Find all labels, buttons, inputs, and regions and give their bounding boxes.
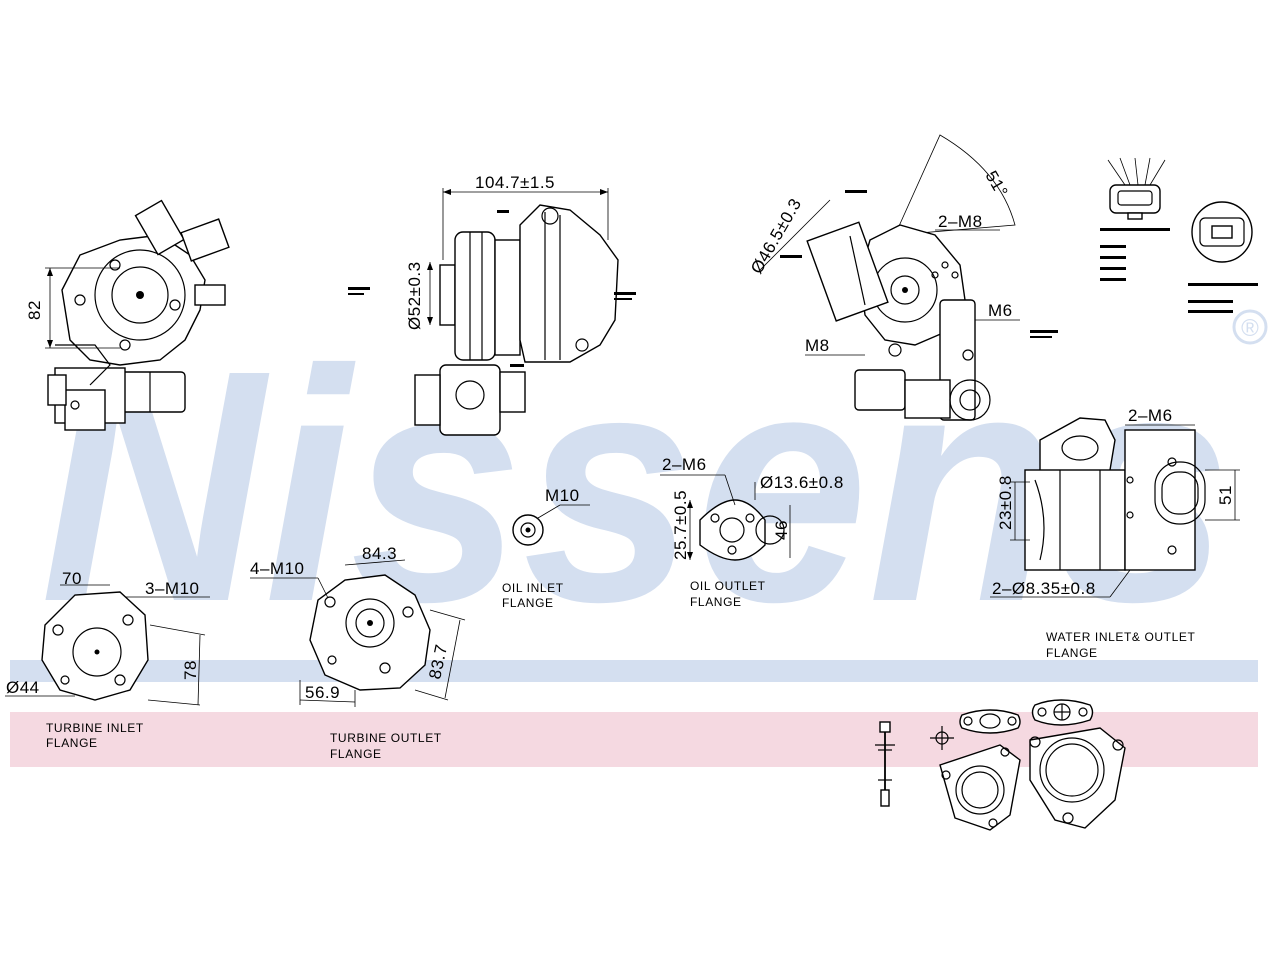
dim-23: 23±0.8	[996, 475, 1015, 530]
turbine-inlet-flange: 70 3–M10 78 Ø44 TURBINE INLET FLANGE	[5, 569, 210, 750]
dim-51: 51	[1216, 485, 1235, 505]
water-flange-view: 2–M6 23±0.8 51 2–Ø8.35±0.8 WATER INLET& …	[990, 406, 1240, 660]
turbo-side-view: 104.7±1.5 Ø52±0.3	[348, 173, 636, 436]
caption-water-1: WATER INLET& OUTLET	[1046, 630, 1195, 644]
dim-dia-8-35: 2–Ø8.35±0.8	[992, 579, 1096, 598]
connector-pinout-1	[1100, 157, 1170, 281]
dim-m6: M6	[988, 301, 1013, 320]
dim-51-deg: 51°	[982, 168, 1012, 201]
registered-mark: ®	[1232, 309, 1268, 345]
caption-oil-outlet-2: FLANGE	[690, 595, 742, 609]
turbo-front-view: 82	[25, 199, 230, 431]
oil-outlet-flange: 2–M6 Ø13.6±0.8 25.7±0.5 46 OIL OUTLET FL…	[660, 455, 844, 609]
dim-46: 46	[772, 520, 791, 540]
caption-turbine-outlet-1: TURBINE OUTLET	[330, 731, 442, 745]
dim-78: 78	[181, 660, 200, 680]
caption-turbine-inlet-2: FLANGE	[46, 736, 98, 750]
dim-70: 70	[62, 569, 82, 588]
dim-dia-13-6: Ø13.6±0.8	[760, 473, 844, 492]
dim-m8: M8	[805, 336, 830, 355]
caption-turbine-outlet-2: FLANGE	[330, 747, 382, 761]
dim-m10-oil: M10	[545, 486, 580, 505]
dim-3-m10: 3–M10	[145, 579, 199, 598]
dim-dia-52: Ø52±0.3	[405, 261, 424, 330]
dim-25-7: 25.7±0.5	[671, 490, 690, 560]
dim-dia-44: Ø44	[6, 678, 40, 697]
dim-2-m6-oil: 2–M6	[662, 455, 707, 474]
caption-turbine-inlet-1: TURBINE INLET	[46, 721, 144, 735]
oil-inlet-flange: M10 OIL INLET FLANGE	[502, 486, 590, 610]
connector-pinout-2	[1188, 201, 1258, 313]
dim-56-9: 56.9	[305, 683, 340, 702]
caption-water-2: FLANGE	[1046, 646, 1098, 660]
dim-length-top: 104.7±1.5	[475, 173, 555, 192]
dim-dia-46-5: Ø46.5±0.3	[747, 195, 805, 277]
dim-4-m10: 4–M10	[250, 559, 304, 578]
dim-82: 82	[25, 300, 44, 320]
caption-oil-inlet-1: OIL INLET	[502, 581, 564, 595]
gasket-kit	[875, 699, 1126, 831]
dim-2-m8: 2–M8	[938, 212, 983, 231]
svg-text:®: ®	[1241, 315, 1259, 342]
dim-84-3: 84.3	[362, 544, 397, 563]
caption-oil-inlet-2: FLANGE	[502, 596, 554, 610]
caption-oil-outlet-1: OIL OUTLET	[690, 579, 766, 593]
dim-2-m6-water: 2–M6	[1128, 406, 1173, 425]
